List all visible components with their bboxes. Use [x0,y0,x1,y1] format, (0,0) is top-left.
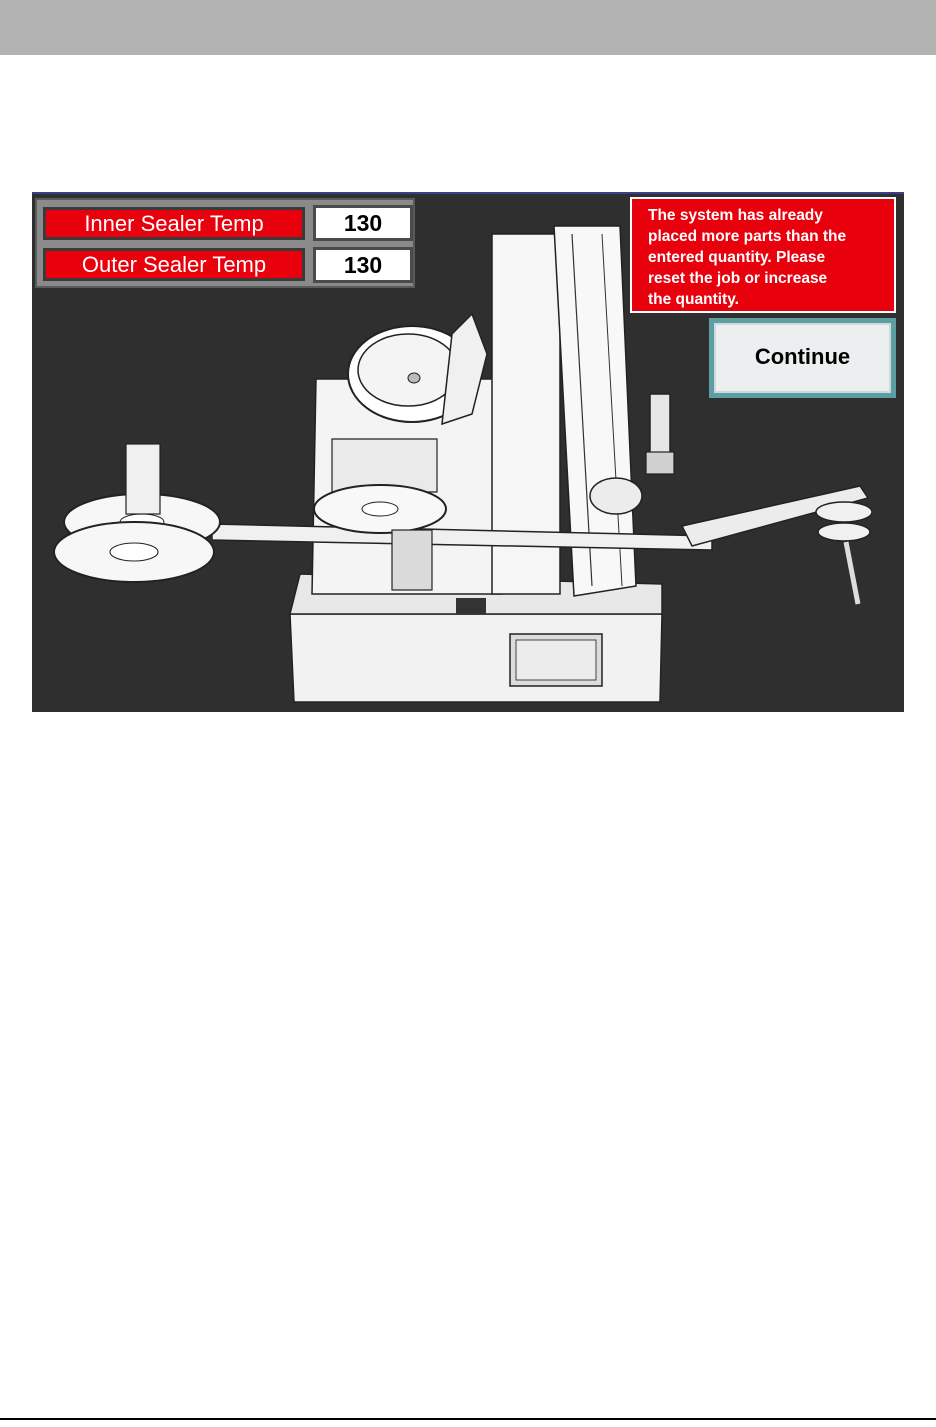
inner-sealer-temp-label: Inner Sealer Temp [43,207,305,240]
continue-button[interactable]: Continue [709,318,896,398]
top-header-bar [0,0,936,55]
outer-sealer-temp-label: Outer Sealer Temp [43,248,305,281]
machine-hmi-screen: Inner Sealer Temp 130 Outer Sealer Temp … [32,192,904,712]
page-bottom-rule [0,1418,936,1420]
sealer-temp-panel: Inner Sealer Temp 130 Outer Sealer Temp … [35,198,415,288]
quantity-exceeded-alert: The system has already placed more parts… [630,197,896,313]
outer-sealer-temp-value: 130 [313,247,413,283]
inner-sealer-temp-value: 130 [313,205,413,241]
